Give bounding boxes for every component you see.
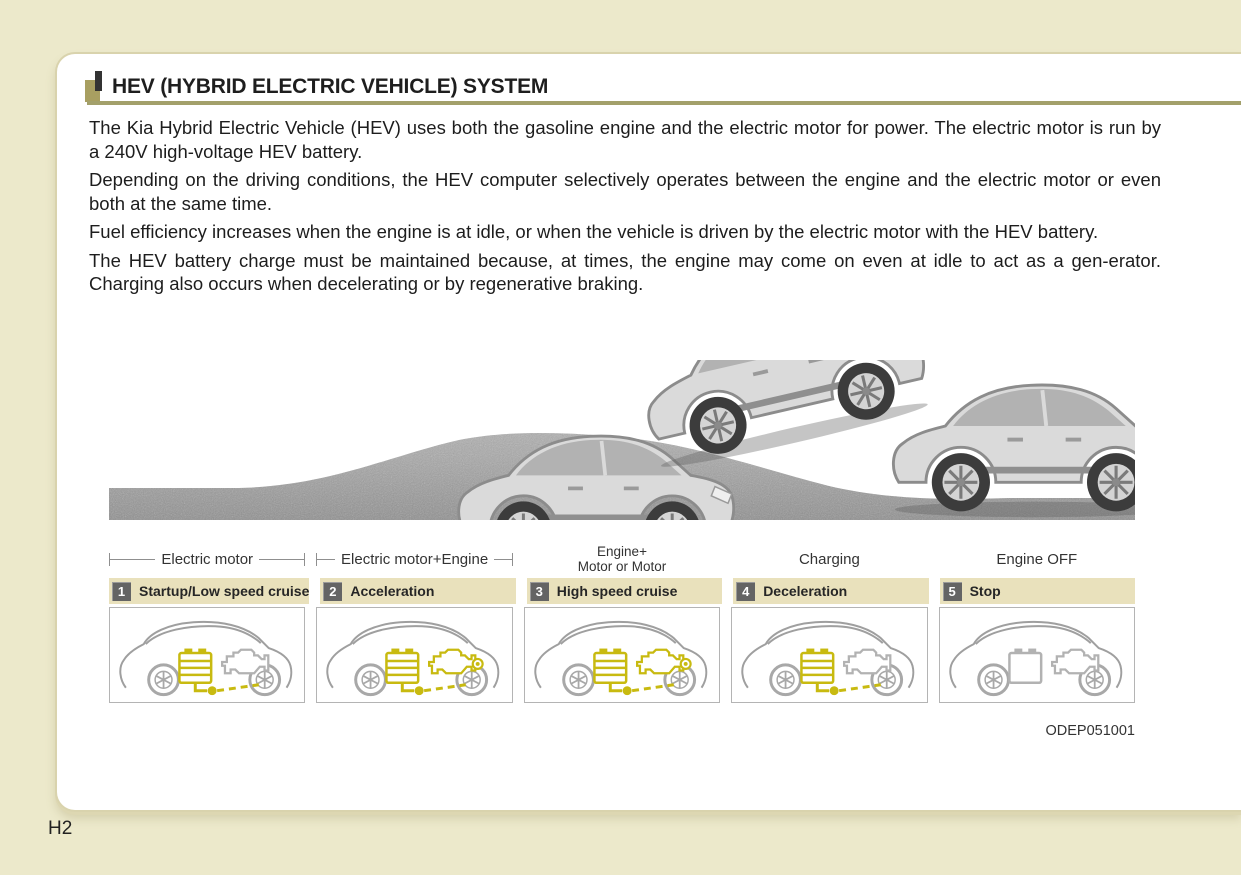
hill-scene-illustration <box>109 360 1135 520</box>
bracket-line <box>259 552 306 566</box>
stage-number-badge: 4 <box>736 581 756 601</box>
stage-number-badge: 2 <box>323 581 343 601</box>
power-flow-line <box>401 682 415 693</box>
stage-bar-1: 1 Startup/Low speed cruise <box>109 578 310 604</box>
section-header: HEV (HYBRID ELECTRIC VEHICLE) SYSTEM <box>85 71 548 102</box>
battery-icon-active <box>594 651 626 683</box>
figure-code: ODEP051001 <box>1045 723 1135 739</box>
stage-number-badge: 3 <box>529 581 549 601</box>
battery-icon-inactive <box>1009 651 1041 683</box>
power-source-electric-motor: Electric motor <box>109 550 306 568</box>
content-card: HEV (HYBRID ELECTRIC VEHICLE) SYSTEM The… <box>55 52 1241 812</box>
power-flow-line <box>608 682 622 693</box>
power-source-charging: Charging <box>731 551 927 568</box>
schematic-high-speed-cruise <box>523 607 721 703</box>
stage-label: Acceleration <box>350 583 435 599</box>
power-source-motor-plus-engine: Electric motor+Engine <box>316 550 513 568</box>
bracket-line <box>109 552 156 566</box>
power-node <box>829 686 839 696</box>
battery-icon-active <box>387 651 419 683</box>
stage-bar-4: 4 Deceleration <box>733 578 929 604</box>
battery-icon-active <box>179 651 211 683</box>
power-source-engine-off: Engine OFF <box>939 551 1135 568</box>
stage-bars: 1 Startup/Low speed cruise 2 Acceleratio… <box>109 578 1135 604</box>
page-title: HEV (HYBRID ELECTRIC VEHICLE) SYSTEM <box>112 74 549 98</box>
power-source-text: Engine+ <box>597 544 647 559</box>
stage-number-badge: 1 <box>112 581 131 601</box>
section-bullet-icon <box>85 71 102 102</box>
stage-label: Stop <box>969 583 1001 599</box>
paragraph: The Kia Hybrid Electric Vehicle (HEV) us… <box>89 117 1161 162</box>
paragraph: Fuel efficiency increases when the engin… <box>89 221 1099 242</box>
battery-icon-active <box>802 651 834 683</box>
power-node <box>622 686 632 696</box>
power-source-text: Engine OFF <box>996 550 1078 568</box>
schematic-startup-low-speed <box>109 607 306 703</box>
power-source-text: Electric motor <box>161 550 254 568</box>
power-source-engine-motor: Engine+ Motor or Motor <box>524 544 720 574</box>
title-underline <box>87 101 1241 105</box>
stage-label: High speed cruise <box>556 583 678 599</box>
body-text: The Kia Hybrid Electric Vehicle (HEV) us… <box>89 116 1161 301</box>
suv-hill-top <box>892 384 1135 519</box>
power-node <box>207 686 217 696</box>
hev-operation-diagram: Electric motor Electric motor+Engine Eng… <box>109 360 1135 739</box>
stage-bar-5: 5 Stop <box>939 578 1135 604</box>
power-flow-line <box>816 682 830 693</box>
stage-bar-3: 3 High speed cruise <box>526 578 723 604</box>
paragraph: Depending on the driving conditions, the… <box>89 169 1161 214</box>
stage-label: Deceleration <box>763 583 848 599</box>
stage-number-badge: 5 <box>942 581 962 601</box>
power-source-text: Electric motor+Engine <box>341 550 489 568</box>
powertrain-schematics <box>109 607 1135 703</box>
stage-bar-2: 2 Acceleration <box>320 578 516 604</box>
stage-label: Startup/Low speed cruise <box>139 583 310 599</box>
schematic-acceleration <box>316 607 513 703</box>
power-source-text: Motor or Motor <box>577 559 667 574</box>
bracket-line <box>494 552 513 566</box>
paragraph: The HEV battery charge must be maintaine… <box>89 249 1161 295</box>
page-number: H2 <box>48 818 73 839</box>
engine-coupler-dot <box>476 661 481 666</box>
power-node <box>415 686 425 696</box>
bracket-line <box>316 552 336 566</box>
power-flow-line <box>193 682 208 693</box>
power-source-labels: Electric motor Electric motor+Engine Eng… <box>109 543 1135 575</box>
schematic-stop <box>938 607 1135 703</box>
schematic-deceleration <box>731 607 928 703</box>
engine-coupler-dot <box>683 661 688 666</box>
power-source-text: Charging <box>798 550 860 568</box>
